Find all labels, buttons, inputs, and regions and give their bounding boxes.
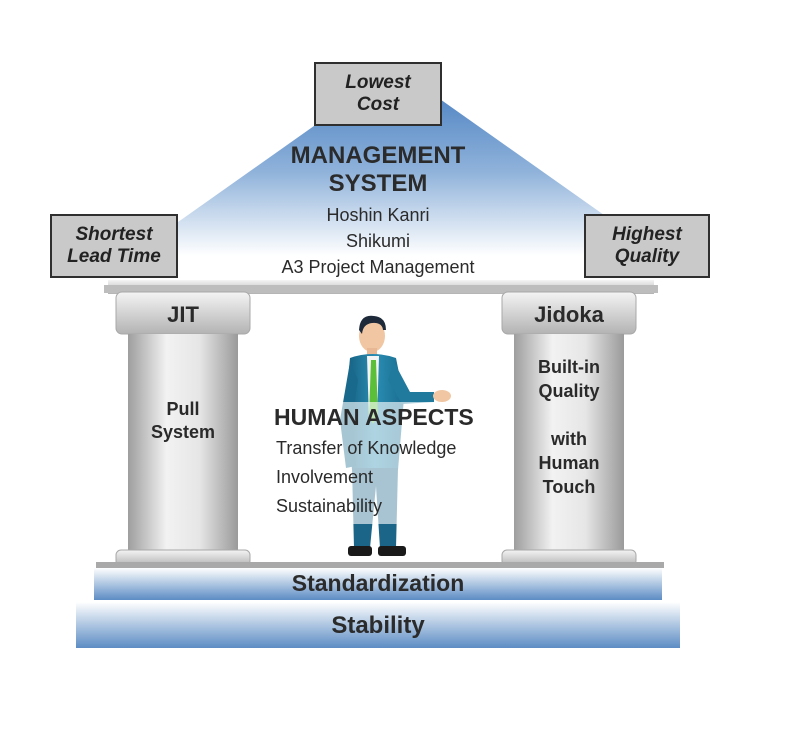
roof-title-line-1: MANAGEMENT — [290, 142, 466, 169]
right-pillar-line: Built-in — [538, 357, 600, 377]
right-pillar-title: Jidoka — [534, 302, 604, 327]
human-aspects-panel — [270, 402, 490, 524]
corner-box-left: Shortest Lead Time — [50, 214, 178, 278]
right-pillar-text: Built-in Quality with Human Touch — [514, 356, 624, 500]
human-aspect-item: Involvement — [276, 467, 374, 488]
human-aspects-items: Transfer of Knowledge Involvement Sustai… — [276, 434, 496, 521]
stability-label: Stability — [331, 612, 425, 639]
human-aspects-title: HUMAN ASPECTS — [274, 404, 474, 430]
roof-item: Shikumi — [345, 231, 411, 252]
corner-left-line-1: Shortest — [75, 224, 153, 246]
roof-title: MANAGEMENT SYSTEM — [248, 142, 508, 197]
human-aspect-item: Sustainability — [276, 496, 383, 517]
left-pillar-line: System — [150, 422, 216, 443]
stability-step — [76, 602, 680, 648]
corner-box-top: Lowest Cost — [314, 62, 442, 126]
corner-left-line-2: Lead Time — [67, 246, 161, 267]
roof — [130, 68, 662, 256]
left-pillar-text: Pull System — [128, 398, 238, 445]
standardization-step — [94, 568, 662, 600]
right-pillar-line: Touch — [542, 476, 596, 497]
right-pillar-line: Human — [538, 452, 600, 473]
floor-line — [96, 562, 664, 568]
roof-item: A3 Project Management — [281, 257, 475, 278]
roof-items: Hoshin Kanri Shikumi A3 Project Manageme… — [228, 202, 528, 280]
roof-item: Hoshin Kanri — [326, 205, 430, 225]
corner-right-line-1: Highest — [612, 224, 682, 246]
standardization-label: Standardization — [291, 570, 465, 596]
roof-title-line-2: SYSTEM — [328, 169, 428, 197]
right-pillar — [501, 291, 637, 567]
corner-top-line-1: Lowest — [345, 72, 411, 94]
right-pillar-line: with — [551, 428, 587, 449]
left-pillar-title: JIT — [167, 302, 199, 327]
corner-right-line-2: Quality — [614, 246, 680, 267]
corner-box-right: Highest Quality — [584, 214, 710, 278]
right-pillar-line: Quality — [538, 380, 600, 401]
human-aspect-item: Transfer of Knowledge — [276, 438, 457, 458]
left-pillar-line: Pull — [166, 399, 200, 419]
right-pillar-line — [514, 404, 624, 428]
corner-top-line-2: Cost — [356, 94, 400, 115]
